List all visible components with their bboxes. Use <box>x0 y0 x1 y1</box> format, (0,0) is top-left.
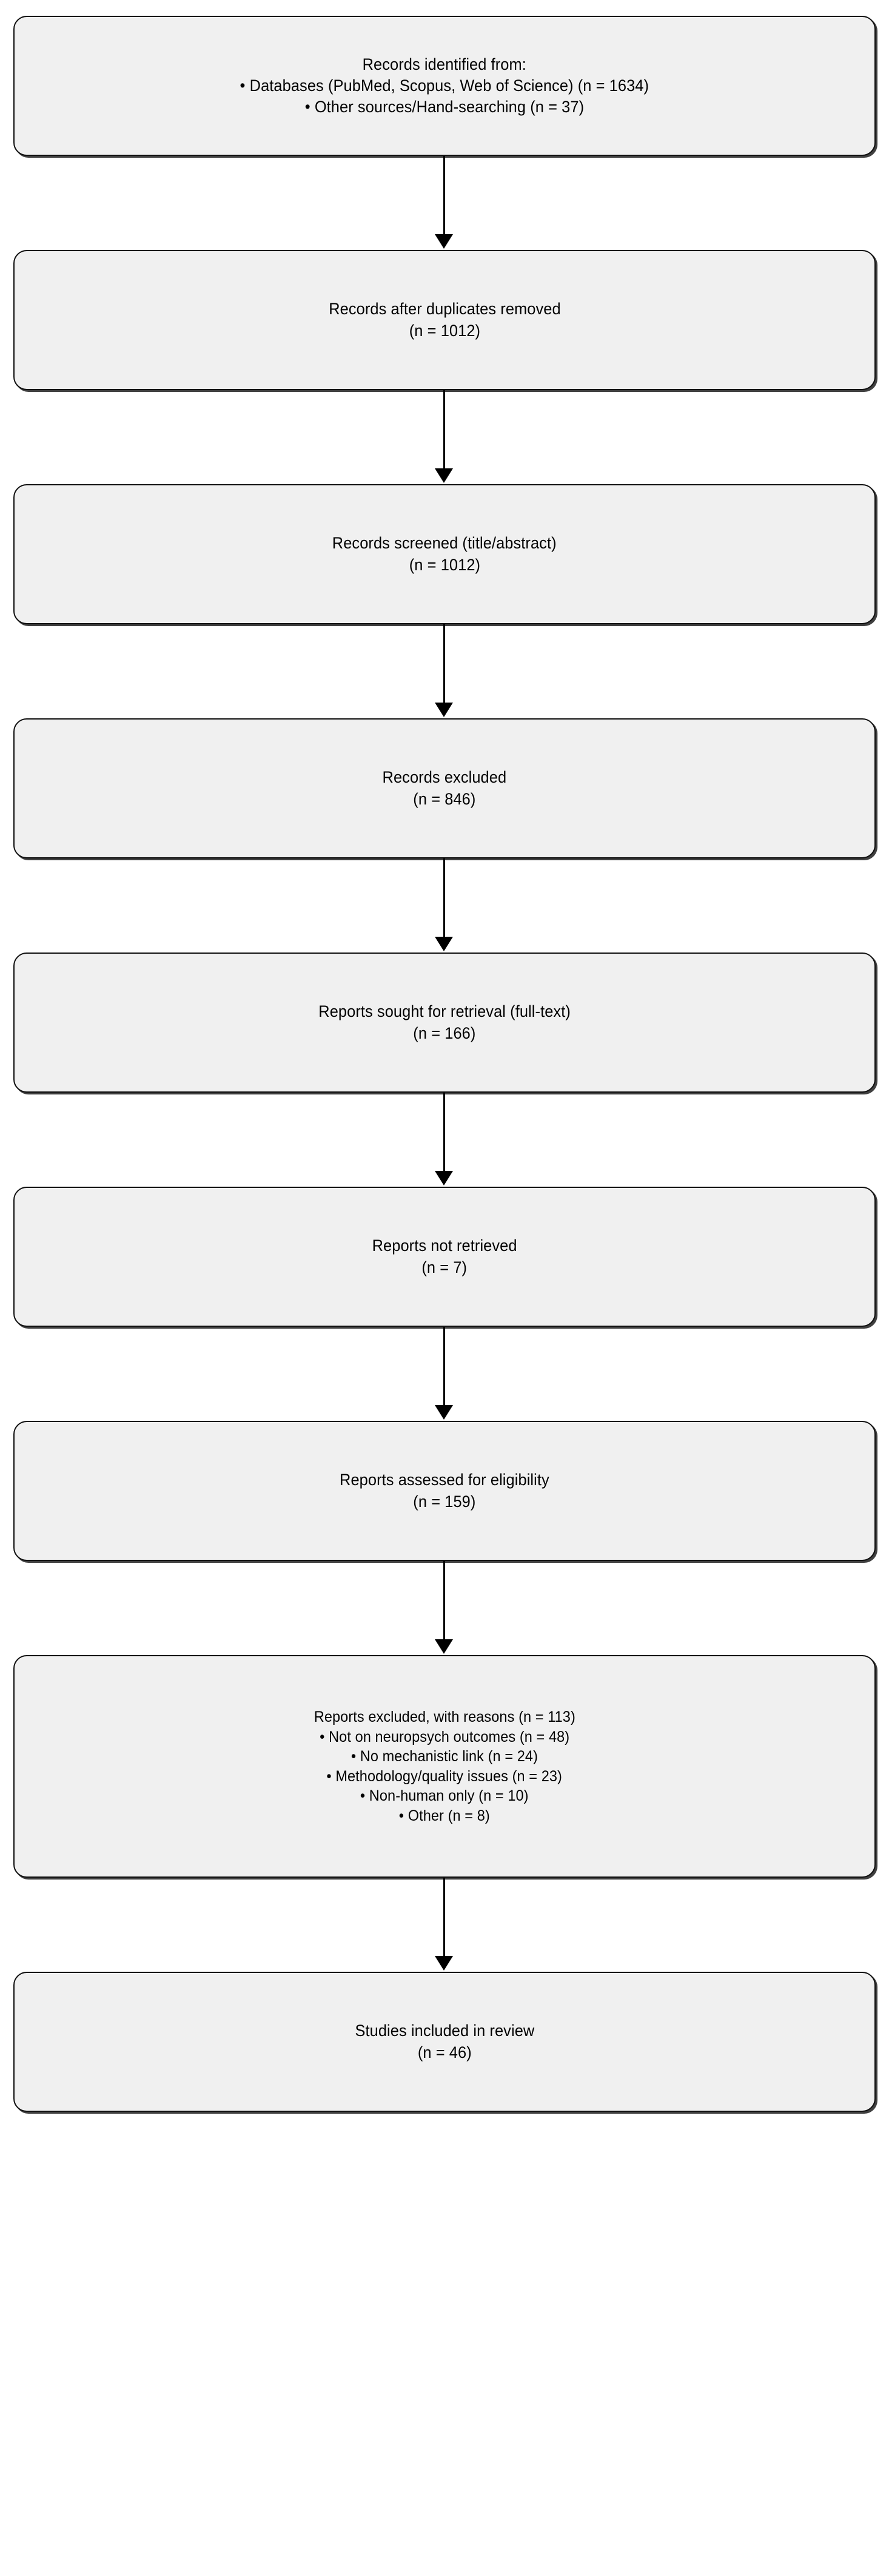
node-line: Studies included in review <box>355 2021 534 2040</box>
node-text-block: Studies included in review (n = 46) <box>15 2020 874 2063</box>
arrowhead-4 <box>435 937 453 951</box>
node-line: Reports excluded, with reasons (n = 113) <box>314 1708 575 1725</box>
connector-6 <box>443 1327 445 1406</box>
node-line: Reports not retrieved <box>372 1236 517 1255</box>
node-text-block: Records screened (title/abstract) (n = 1… <box>15 533 874 575</box>
node-text-block: Reports assessed for eligibility (n = 15… <box>15 1469 874 1512</box>
connector-5 <box>443 1093 445 1172</box>
node-records-after-duplicates: Records after duplicates removed (n = 10… <box>13 250 876 390</box>
node-reports-sought-for-retrieval: Reports sought for retrieval (full-text)… <box>13 953 876 1093</box>
node-reports-excluded-with-reasons: Reports excluded, with reasons (n = 113)… <box>13 1655 876 1878</box>
node-reports-assessed-for-eligibility: Reports assessed for eligibility (n = 15… <box>13 1421 876 1561</box>
node-line: Records after duplicates removed <box>328 300 561 319</box>
arrowhead-5 <box>435 1171 453 1185</box>
node-studies-included-in-review: Studies included in review (n = 46) <box>13 1972 876 2112</box>
node-line: (n = 846) <box>413 789 476 808</box>
node-line: Reports sought for retrieval (full-text) <box>318 1002 571 1021</box>
node-line: Records screened (title/abstract) <box>332 534 557 553</box>
node-text-block: Reports excluded, with reasons (n = 113)… <box>15 1707 874 1826</box>
connector-1 <box>443 156 445 235</box>
node-line: Records excluded <box>382 768 507 787</box>
node-line: • Non-human only (n = 10) <box>360 1787 529 1804</box>
node-line: • Other (n = 8) <box>398 1807 491 1824</box>
node-line: (n = 1012) <box>409 555 480 574</box>
node-line: (n = 1012) <box>409 321 480 340</box>
node-line: • Databases (PubMed, Scopus, Web of Scie… <box>240 76 649 95</box>
node-line: • Not on neuropsych outcomes (n = 48) <box>319 1728 570 1745</box>
node-line: Records identified from: <box>362 55 527 73</box>
connector-8 <box>443 1878 445 1957</box>
node-line: Reports assessed for eligibility <box>340 1471 549 1489</box>
node-line: (n = 7) <box>421 1258 468 1276</box>
node-line: • Methodology/quality issues (n = 23) <box>326 1767 563 1785</box>
node-line: • No mechanistic link (n = 24) <box>351 1748 538 1765</box>
connector-4 <box>443 858 445 938</box>
connector-2 <box>443 390 445 470</box>
node-text-block: Records identified from: • Databases (Pu… <box>15 54 874 118</box>
arrowhead-6 <box>435 1405 453 1420</box>
node-records-screened: Records screened (title/abstract) (n = 1… <box>13 484 876 624</box>
arrowhead-7 <box>435 1639 453 1654</box>
arrowhead-3 <box>435 703 453 717</box>
node-line: (n = 159) <box>413 1492 476 1511</box>
node-text-block: Records after duplicates removed (n = 10… <box>15 298 874 341</box>
node-text-block: Records excluded (n = 846) <box>15 767 874 809</box>
connector-3 <box>443 624 445 704</box>
arrowhead-1 <box>435 234 453 249</box>
node-line: (n = 46) <box>417 2043 472 2062</box>
node-text-block: Reports not retrieved (n = 7) <box>15 1235 874 1278</box>
node-reports-not-retrieved: Reports not retrieved (n = 7) <box>13 1187 876 1327</box>
node-text-block: Reports sought for retrieval (full-text)… <box>15 1001 874 1044</box>
arrowhead-8 <box>435 1956 453 1971</box>
connector-7 <box>443 1561 445 1640</box>
node-records-identified: Records identified from: • Databases (Pu… <box>13 16 876 156</box>
node-records-excluded: Records excluded (n = 846) <box>13 718 876 858</box>
arrowhead-2 <box>435 468 453 483</box>
node-line: • Other sources/Hand-searching (n = 37) <box>304 98 585 116</box>
node-line: (n = 166) <box>413 1023 476 1042</box>
